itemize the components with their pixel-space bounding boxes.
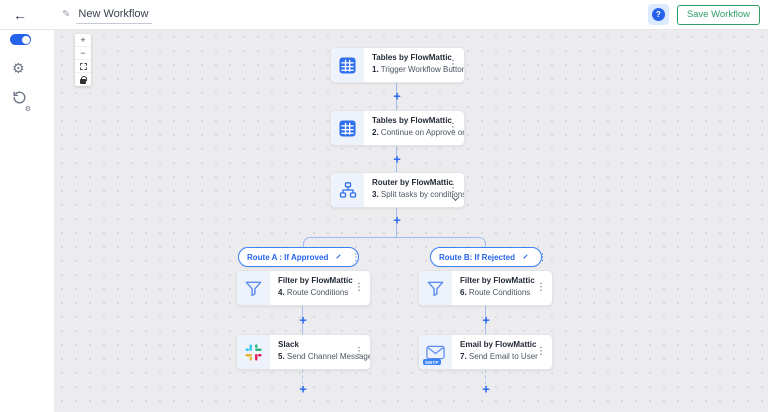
kebab-menu-icon[interactable]: ⋮ [354, 346, 364, 357]
node-action: 6. Route Conditions [460, 288, 538, 297]
workflow-status-toggle[interactable] [10, 34, 31, 45]
kebab-menu-icon[interactable]: ⋮ [448, 59, 458, 70]
chevron-down-icon[interactable] [523, 253, 528, 259]
connector-line [396, 208, 397, 237]
node-action: 7. Send Email to User [460, 352, 538, 361]
workflow-node-7[interactable]: SMTP Email by FlowMattic 7. Send Email t… [418, 334, 553, 370]
help-button[interactable]: ? [647, 4, 669, 25]
kebab-menu-icon[interactable]: ⋮ [354, 282, 364, 293]
filter-funnel-icon [237, 271, 270, 305]
branch-connector-right [397, 237, 486, 248]
step-number: 1. [372, 65, 379, 74]
kebab-menu-icon[interactable]: ⋮ [448, 183, 458, 194]
node-title: Tables by FlowMattic [372, 53, 452, 62]
router-icon [331, 173, 364, 207]
zoom-in-button[interactable]: + [75, 34, 91, 47]
smtp-badge: SMTP [423, 359, 441, 365]
step-number: 7. [460, 352, 467, 361]
back-arrow-icon[interactable]: ← [13, 6, 27, 23]
node-title: Filter by FlowMattic [460, 276, 535, 285]
route-a-pill[interactable]: Route A : If Approved ⋮ [238, 247, 361, 267]
connector-line [396, 146, 397, 172]
node-title: Email by FlowMattic [460, 340, 537, 349]
workflow-title-input[interactable]: New Workflow [76, 6, 153, 24]
connector-line-dashed [302, 370, 303, 384]
step-number: 3. [372, 190, 379, 199]
tables-icon [331, 48, 364, 82]
connector-line [396, 83, 397, 110]
step-action: Send Channel Message [286, 352, 370, 361]
step-action: Split tasks by conditions [380, 190, 464, 199]
workflow-node-6[interactable]: Filter by FlowMattic 6. Route Conditions… [418, 270, 553, 306]
node-title: Slack [278, 340, 299, 349]
lock-icon [80, 75, 87, 84]
left-toolbar: ⚙ ⚙ [0, 30, 55, 412]
route-b-pill[interactable]: Route B: If Rejected ⋮ [430, 247, 547, 267]
node-action: 5. Send Channel Message [278, 352, 370, 361]
add-step-button[interactable]: + [482, 312, 490, 328]
workflow-node-4[interactable]: Filter by FlowMattic 4. Route Conditions… [236, 270, 371, 306]
slack-icon [237, 335, 270, 369]
node-title: Router by FlowMattic [372, 178, 453, 187]
workflow-node-1[interactable]: Tables by FlowMattic 1. Trigger Workflow… [330, 47, 465, 83]
step-action: Route Conditions [468, 288, 531, 297]
save-workflow-button[interactable]: Save Workflow [676, 4, 760, 25]
lock-button[interactable] [75, 73, 91, 86]
tables-icon [331, 111, 364, 145]
top-bar: ← ✎ New Workflow ? Save Workflow [0, 0, 768, 30]
chevron-down-icon[interactable] [336, 253, 341, 259]
step-action: Send Email to User [468, 352, 538, 361]
filter-funnel-icon [419, 271, 452, 305]
mini-gear-icon: ⚙ [24, 106, 31, 113]
node-action: 1. Trigger Workflow Button... [372, 65, 464, 74]
execution-history-icon[interactable]: ⚙ [12, 90, 31, 113]
fit-view-button[interactable] [75, 60, 91, 73]
topbar-actions: ? Save Workflow [647, 4, 768, 25]
email-smtp-icon: SMTP [419, 335, 452, 369]
fit-view-icon [79, 62, 87, 70]
step-action: Continue on Approve or... [380, 128, 464, 137]
step-action: Trigger Workflow Button... [380, 65, 464, 74]
step-number: 4. [278, 288, 285, 297]
workflow-node-2[interactable]: Tables by FlowMattic 2. Continue on Appr… [330, 110, 465, 146]
branch-connector-left [303, 237, 397, 248]
kebab-menu-icon[interactable]: ⋮ [351, 251, 361, 262]
question-mark-icon: ? [651, 8, 665, 21]
step-number: 5. [278, 352, 285, 361]
node-title: Filter by FlowMattic [278, 276, 353, 285]
add-step-button[interactable]: + [393, 151, 401, 167]
settings-gear-icon[interactable]: ⚙ [12, 60, 25, 76]
route-label: Route A : If Approved [247, 252, 329, 262]
add-step-button[interactable]: + [482, 381, 490, 397]
add-step-button[interactable]: + [393, 212, 401, 228]
connector-line-dashed [485, 370, 486, 384]
rotate-arrow-icon [13, 91, 26, 104]
kebab-menu-icon[interactable]: ⋮ [538, 251, 548, 262]
node-action: 4. Route Conditions [278, 288, 356, 297]
zoom-out-button[interactable]: − [75, 47, 91, 60]
connector-line [302, 306, 303, 334]
add-step-button[interactable]: + [299, 381, 307, 397]
route-label: Route B: If Rejected [439, 252, 516, 262]
workflow-canvas[interactable]: + − + + + + + + + Tables by FlowMattic [55, 30, 768, 412]
kebab-menu-icon[interactable]: ⋮ [536, 282, 546, 293]
step-number: 2. [372, 128, 379, 137]
add-step-button[interactable]: + [299, 312, 307, 328]
toggle-knob [21, 35, 30, 44]
workflow-node-3[interactable]: Router by FlowMattic 3. Split tasks by c… [330, 172, 465, 208]
node-action: 3. Split tasks by conditions [372, 190, 464, 199]
add-step-button[interactable]: + [393, 88, 401, 104]
node-title: Tables by FlowMattic [372, 116, 452, 125]
kebab-menu-icon[interactable]: ⋮ [536, 346, 546, 357]
node-action: 2. Continue on Approve or... [372, 128, 464, 137]
canvas-controls: + − [75, 34, 91, 86]
kebab-menu-icon[interactable]: ⋮ [448, 122, 458, 133]
workflow-node-5[interactable]: Slack 5. Send Channel Message ⋮ [236, 334, 371, 370]
step-action: Route Conditions [286, 288, 349, 297]
step-number: 6. [460, 288, 467, 297]
edit-pencil-icon[interactable]: ✎ [62, 9, 71, 20]
connector-line [485, 306, 486, 334]
